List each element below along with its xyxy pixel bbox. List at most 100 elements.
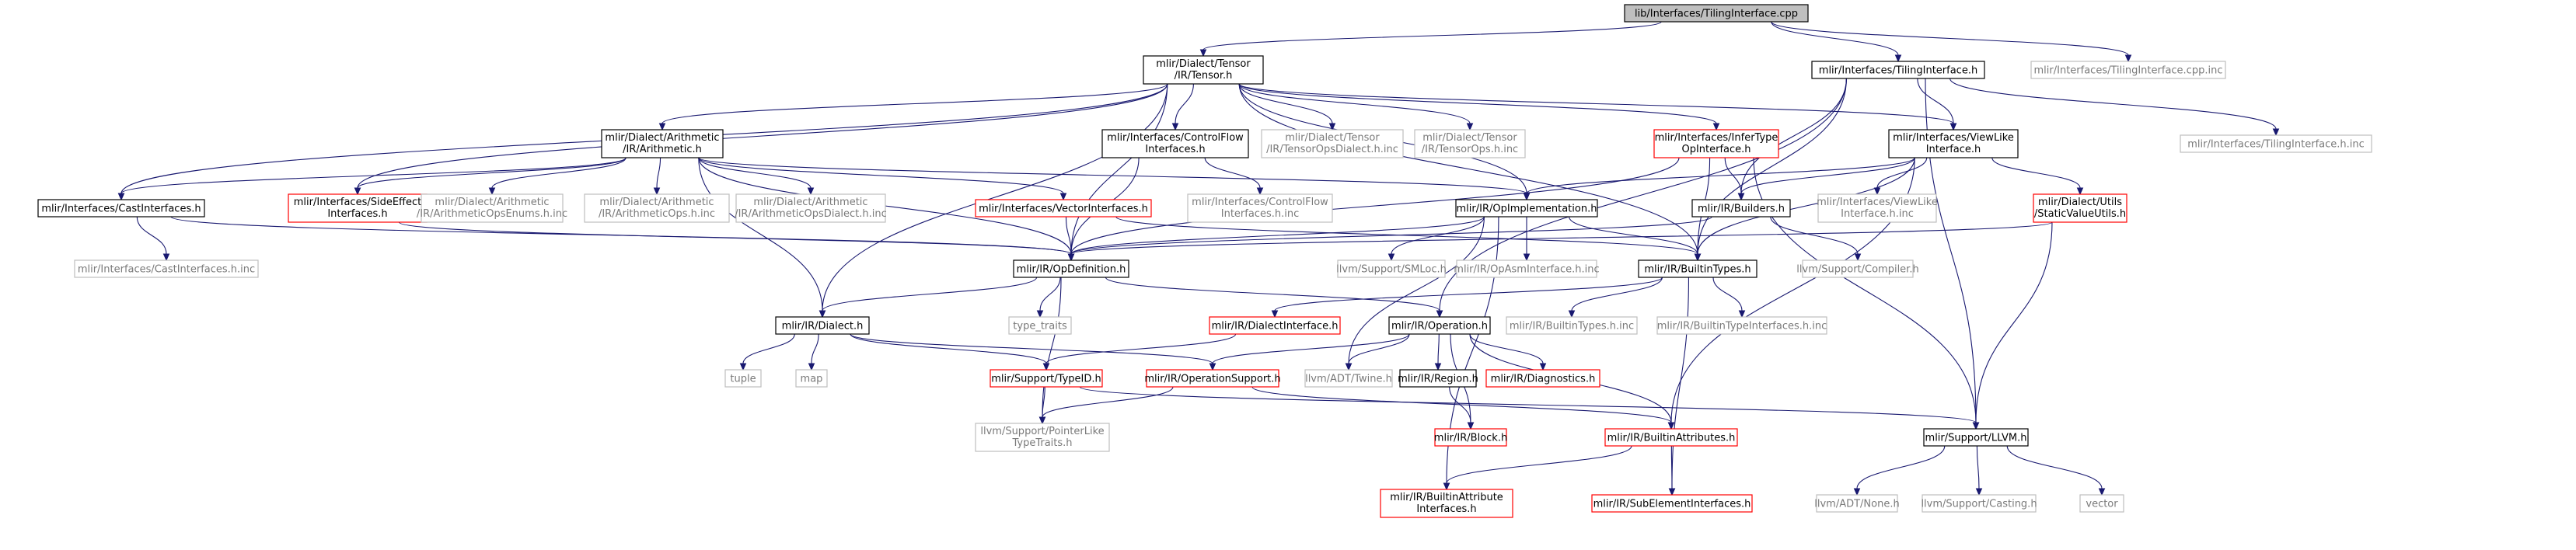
edge-castif-to-castinc xyxy=(136,216,170,262)
node-label: mlir/Interfaces/VectorInterfaces.h xyxy=(979,204,1148,215)
edge-operation-to-region xyxy=(1434,333,1442,371)
node-builtinattrs[interactable]: mlir/IR/BuiltinAttributes.h xyxy=(1604,428,1738,447)
node-compiler[interactable]: llvm/Support/Compiler.h xyxy=(1796,259,1919,278)
node-builtintypes[interactable]: mlir/IR/BuiltinTypes.h xyxy=(1638,259,1757,278)
node-smloc[interactable]: llvm/Support/SMLoc.h xyxy=(1336,259,1447,278)
node-block[interactable]: mlir/IR/Block.h xyxy=(1434,428,1507,447)
node-dialectif[interactable]: mlir/IR/DialectInterface.h xyxy=(1209,316,1341,335)
node-typetraits[interactable]: type_traits xyxy=(1008,316,1072,335)
node-tensordialectinc[interactable]: mlir/Dialect/Tensor/IR/TensorOpsDialect.… xyxy=(1261,129,1404,158)
node-region[interactable]: mlir/IR/Region.h xyxy=(1398,369,1478,388)
node-label: mlir/Dialect/Arithmetic xyxy=(599,197,714,208)
node-tilinghinc-box xyxy=(2180,134,2372,153)
node-label: mlir/IR/DialectInterface.h xyxy=(1212,321,1339,332)
node-viewlike-box xyxy=(1888,129,2019,158)
node-castinc[interactable]: mlir/Interfaces/CastInterfaces.h.inc xyxy=(74,259,259,278)
node-builtintypeifinc[interactable]: mlir/IR/BuiltinTypeInterfaces.h.inc xyxy=(1656,316,1827,335)
node-vectorif[interactable]: mlir/Interfaces/VectorInterfaces.h xyxy=(975,199,1152,218)
node-label: /IR/TensorOps.h.inc xyxy=(1422,144,1518,155)
edge-root-to-tilingcppinc xyxy=(1771,21,2132,63)
edge-dialect-to-typeid xyxy=(850,333,1050,371)
node-builtintypes-box xyxy=(1638,259,1757,278)
node-dialectif-box xyxy=(1209,316,1341,335)
node-tensoropsinc[interactable]: mlir/Dialect/Tensor/IR/TensorOps.h.inc xyxy=(1414,129,1526,158)
node-builders-box xyxy=(1691,199,1791,218)
node-dialect[interactable]: mlir/IR/Dialect.h xyxy=(775,316,870,335)
edge-tilingh-to-viewlike xyxy=(1917,78,1957,131)
node-arithops[interactable]: mlir/Dialect/Arithmetic/IR/ArithmeticOps… xyxy=(584,193,730,223)
edge-sideeffect-to-opdef xyxy=(398,221,1075,262)
node-tilingh[interactable]: mlir/Interfaces/TilingInterface.h xyxy=(1811,61,1985,79)
node-tensor[interactable]: mlir/Dialect/Tensor/IR/Tensor.h xyxy=(1143,55,1264,85)
node-cflowinc-box xyxy=(1187,193,1333,223)
edge-builders-to-compiler xyxy=(1770,216,1862,262)
node-label: /IR/TensorOpsDialect.h.inc xyxy=(1266,144,1398,155)
node-llvmh[interactable]: mlir/Support/LLVM.h xyxy=(1923,428,2029,447)
node-arithenums-box xyxy=(421,193,564,223)
node-label: Interfaces.h xyxy=(1416,503,1476,515)
node-label: mlir/IR/BuiltinTypeInterfaces.h.inc xyxy=(1657,321,1827,332)
edge-dialect-to-opsupport xyxy=(850,333,1216,371)
node-opimpl[interactable]: mlir/IR/OpImplementation.h xyxy=(1455,199,1598,218)
node-label: Interfaces.h xyxy=(327,208,387,220)
node-arith[interactable]: mlir/Dialect/Arithmetic/IR/Arithmetic.h xyxy=(601,129,724,158)
edge-arith-to-vectorif xyxy=(698,157,1067,201)
edge-viewlike-to-staticvalue xyxy=(1991,157,2084,196)
node-typeid[interactable]: mlir/Support/TypeID.h xyxy=(990,369,1103,388)
node-arithenums[interactable]: mlir/Dialect/Arithmetic/IR/ArithmeticOps… xyxy=(417,193,567,223)
node-operation[interactable]: mlir/IR/Operation.h xyxy=(1388,316,1491,335)
edge-tensor-to-arith xyxy=(658,83,1168,131)
node-label: /StaticValueUtils.h xyxy=(2034,208,2126,220)
node-label: mlir/IR/Region.h xyxy=(1398,374,1478,385)
node-label: /IR/ArithmeticOps.h.inc xyxy=(599,208,715,220)
node-root[interactable]: lib/Interfaces/TilingInterface.cpp xyxy=(1624,4,1809,23)
node-label: /IR/Tensor.h xyxy=(1175,70,1233,82)
node-none[interactable]: llvm/ADT/None.h xyxy=(1814,494,1900,513)
node-arithdialect[interactable]: mlir/Dialect/Arithmetic/IR/ArithmeticOps… xyxy=(735,193,887,223)
node-label: /IR/ArithmeticOpsEnums.h.inc xyxy=(417,208,567,220)
node-castif[interactable]: mlir/Interfaces/CastInterfaces.h xyxy=(37,199,205,218)
node-subelement[interactable]: mlir/IR/SubElementInterfaces.h xyxy=(1591,494,1753,513)
node-builders[interactable]: mlir/IR/Builders.h xyxy=(1691,199,1791,218)
node-vector[interactable]: vector xyxy=(2079,494,2124,513)
node-opasm[interactable]: mlir/IR/OpAsmInterface.h.inc xyxy=(1454,259,1600,278)
node-opdef[interactable]: mlir/IR/OpDefinition.h xyxy=(1013,259,1129,278)
node-vectorif-box xyxy=(975,199,1152,218)
node-label: mlir/Support/LLVM.h xyxy=(1925,433,2027,444)
edge-region-to-block xyxy=(1449,386,1475,430)
node-map[interactable]: map xyxy=(795,369,828,388)
node-tuple-box xyxy=(724,369,762,388)
node-tilingcppinc[interactable]: mlir/Interfaces/TilingInterface.cpp.inc xyxy=(2030,61,2226,79)
node-cflowinc[interactable]: mlir/Interfaces/ControlFlowInterfaces.h.… xyxy=(1187,193,1333,223)
edge-cflow-to-cflowinc xyxy=(1204,157,1264,196)
node-opsupport[interactable]: mlir/IR/OperationSupport.h xyxy=(1144,369,1281,388)
edge-opdef-to-dialect xyxy=(819,277,1038,319)
node-staticvalue[interactable]: mlir/Dialect/Utils/StaticValueUtils.h xyxy=(2033,193,2127,223)
node-tilinghinc[interactable]: mlir/Interfaces/TilingInterface.h.inc xyxy=(2180,134,2372,153)
node-castif-box xyxy=(37,199,205,218)
node-label: mlir/Interfaces/ControlFlow xyxy=(1192,197,1328,208)
node-staticvalue-box xyxy=(2033,193,2127,223)
node-twine-box xyxy=(1304,369,1393,388)
node-casting[interactable]: llvm/Support/Casting.h xyxy=(1921,494,2037,513)
node-tuple[interactable]: tuple xyxy=(724,369,762,388)
node-label: OpInterface.h xyxy=(1681,144,1750,155)
node-none-box xyxy=(1816,494,1898,513)
node-opasm-box xyxy=(1456,259,1597,278)
node-label: mlir/IR/OperationSupport.h xyxy=(1144,374,1280,385)
node-twine[interactable]: llvm/ADT/Twine.h xyxy=(1304,369,1393,388)
edge-arith-to-arithops xyxy=(653,157,661,196)
edge-opdef-to-typetraits xyxy=(1036,277,1061,319)
edge-tensor-to-infer xyxy=(1238,83,1720,131)
edge-tilingh-to-operation xyxy=(1436,78,1847,319)
node-builtintypesinc[interactable]: mlir/IR/BuiltinTypes.h.inc xyxy=(1506,316,1638,335)
node-vector-box xyxy=(2079,494,2124,513)
node-diagnostics[interactable]: mlir/IR/Diagnostics.h xyxy=(1485,369,1600,388)
